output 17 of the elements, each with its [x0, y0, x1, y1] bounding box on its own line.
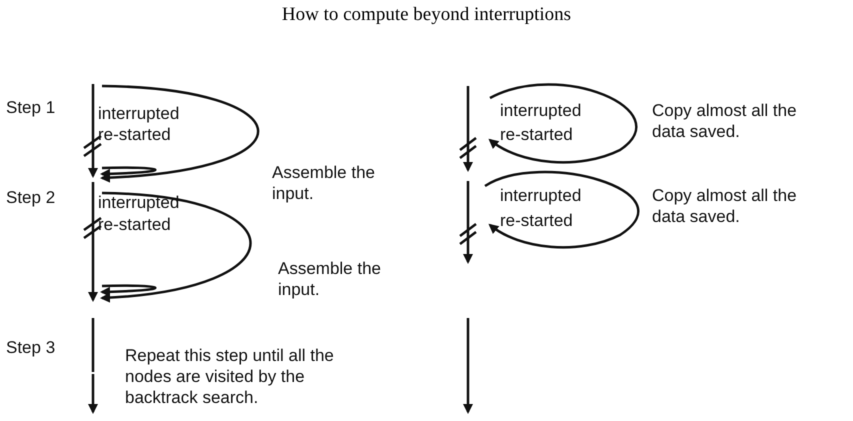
state-label: interrupted	[98, 103, 180, 124]
step-note: Copy almost all the data saved.	[652, 185, 798, 227]
state-label: interrupted	[500, 185, 582, 206]
state-label: re-started	[98, 124, 171, 145]
step-label: Step 3	[6, 337, 56, 358]
step-note: Copy almost all the data saved.	[652, 100, 798, 142]
state-label: re-started	[500, 124, 573, 145]
step-label: Step 2	[6, 187, 56, 208]
step-note: Assemble the input.	[272, 162, 376, 204]
step-note: Assemble the input.	[278, 258, 382, 300]
state-label: re-started	[500, 210, 573, 231]
diagram-title: How to compute beyond interruptions	[280, 4, 572, 26]
state-label: interrupted	[500, 100, 582, 121]
state-label: interrupted	[98, 192, 180, 213]
step-label: Step 1	[6, 97, 56, 118]
step-note: Repeat this step until all the nodes are visited by the backtrack search.	[125, 345, 335, 408]
state-label: re-started	[98, 214, 171, 235]
